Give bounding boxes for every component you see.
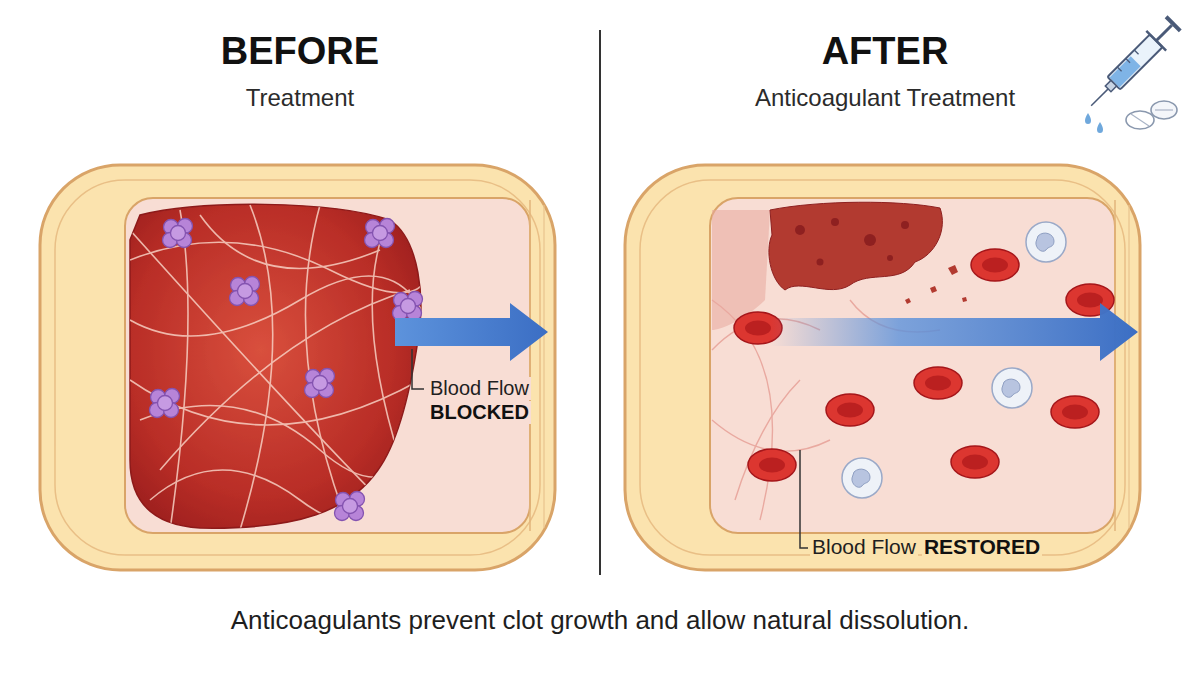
dissolving-clot-part [948, 265, 958, 275]
vessel-after [625, 165, 1140, 570]
syringe-icon-part [1134, 50, 1138, 54]
blood-clot-part-part [160, 290, 410, 470]
blood-cells-part [842, 458, 882, 498]
pill-icon-part [1155, 109, 1173, 110]
blood-clot-part [150, 389, 180, 418]
blood-clot-part-part [150, 470, 420, 524]
pill-icon-part [1131, 114, 1149, 126]
blood-clot-part-part [130, 230, 400, 520]
syringe-icon-part [1165, 15, 1182, 32]
panel-heading: BEFORE [221, 30, 379, 74]
blood-clot-part [163, 219, 193, 248]
flow-status: RESTORED [922, 535, 1042, 559]
flow-label: Blood Flow [428, 377, 531, 400]
syringe-icon-part [1156, 25, 1172, 41]
blood-cells-part [951, 446, 999, 478]
syringe-icon-part [1117, 67, 1121, 71]
dissolving-clot-part [905, 298, 911, 304]
panel-subheading: Anticoagulant Treatment [755, 84, 1015, 112]
blood-clot-part-part [130, 276, 430, 336]
pill-icon-part [1151, 101, 1177, 119]
vessel-after-part [625, 165, 1140, 570]
dissolving-clot-part [795, 225, 805, 235]
dissolving-clot-part [887, 255, 893, 261]
vessel-before [40, 165, 555, 570]
leader-line [412, 349, 424, 389]
vessel-before-part [40, 165, 555, 570]
flow-arrow [770, 303, 1138, 361]
blood-cells-part [971, 249, 1019, 281]
panel-divider [599, 30, 601, 575]
blood-clot [130, 204, 430, 530]
blood-cells-part [914, 367, 962, 399]
drop-icon-part [1097, 122, 1103, 133]
syringe-icon-part [1126, 58, 1130, 62]
caption: Anticoagulants prevent clot growth and a… [231, 606, 970, 636]
blood-cells-part [748, 449, 796, 481]
dissolving-clot-part-part [712, 420, 830, 451]
dissolving-clot-part [864, 234, 876, 246]
dissolving-clot-part [962, 297, 967, 302]
syringe-icon-part [1091, 89, 1108, 106]
flow-status: BLOCKED [428, 401, 531, 424]
dissolving-clot-part [817, 259, 824, 266]
dissolving-clot-part [831, 218, 839, 226]
dissolving-clot-part [769, 202, 943, 290]
blood-clot-part [130, 204, 421, 528]
syringe-icon [1081, 13, 1184, 116]
blood-clot-part-part [200, 215, 380, 269]
leader-line [800, 450, 808, 548]
blood-cells [734, 222, 1114, 498]
blood-clot-part [130, 205, 430, 530]
blood-clot-part [305, 369, 335, 398]
flow-arrow [395, 303, 548, 361]
flow-label: Blood Flow [810, 535, 918, 559]
blood-cells-part [1051, 396, 1099, 428]
syringe-icon-part [1107, 34, 1162, 89]
blood-clot-part [393, 292, 423, 321]
blood-clot-part-part [130, 380, 420, 425]
blood-cells-part [992, 368, 1032, 408]
drop-icon [1085, 113, 1103, 133]
pill-icon [1126, 101, 1177, 129]
drop-icon-part [1085, 113, 1091, 124]
pill-icon-part [1126, 111, 1154, 129]
blood-clot-part-part [170, 210, 188, 530]
blood-clot-part-part [240, 205, 273, 530]
blood-cells-part [1026, 222, 1066, 262]
panel-heading: AFTER [822, 30, 949, 74]
blood-cells-part [826, 394, 874, 426]
dissolving-clot-part [930, 286, 937, 293]
blood-clot-part [365, 219, 395, 248]
panel-subheading: Treatment [246, 84, 354, 112]
blood-clot-part-part [305, 205, 350, 530]
dissolving-clot [712, 202, 967, 520]
dissolving-clot-part [901, 221, 909, 229]
blood-clot-part [335, 492, 365, 521]
blood-clot-part [230, 277, 260, 306]
